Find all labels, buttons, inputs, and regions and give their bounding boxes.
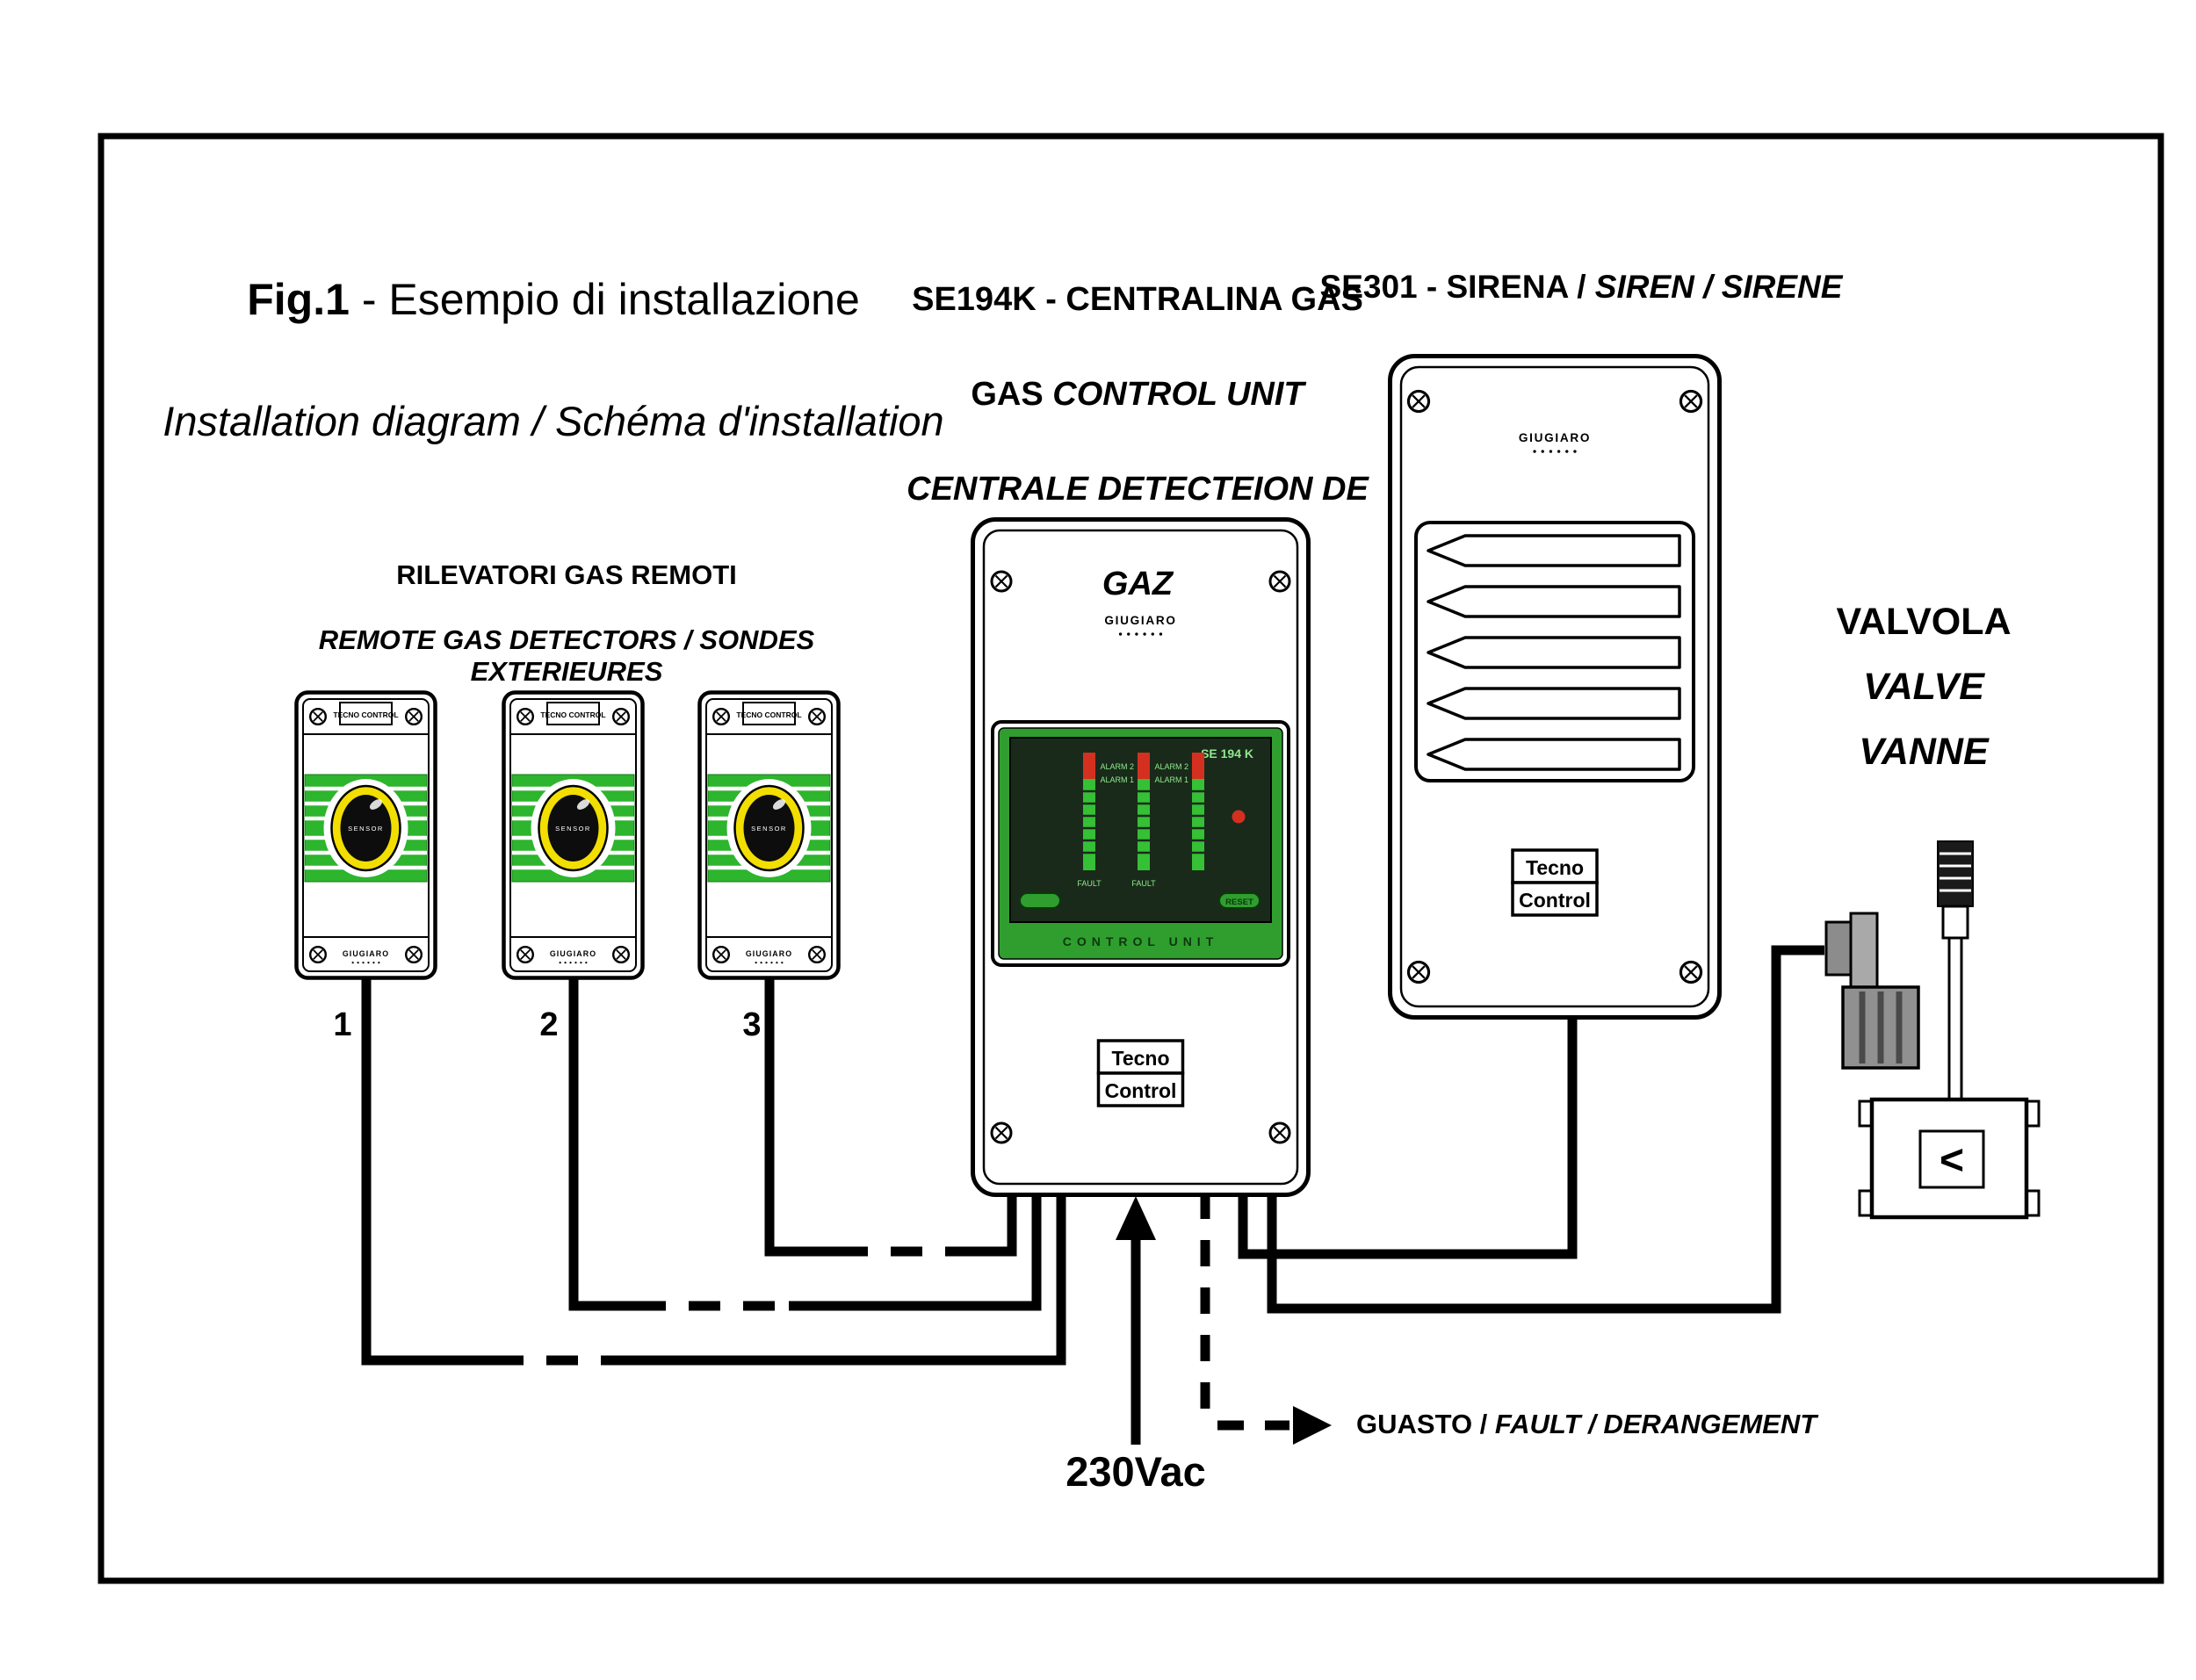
valve-heading-en: VALVE bbox=[1863, 666, 1984, 708]
control-unit-heading-line1: SE194K - CENTRALINA GAS bbox=[912, 281, 1363, 318]
siren-heading: SE301 - SIRENA / SIREN / SIRENE bbox=[1319, 269, 1843, 305]
valve-symbol-box bbox=[1918, 1129, 1985, 1189]
detectors-heading: RILEVATORI GAS REMOTI REMOTE GAS DETECTO… bbox=[264, 559, 870, 688]
siren bbox=[1388, 354, 1722, 1020]
alarm1-label: ALARM 1 bbox=[1100, 775, 1134, 784]
fault-arrowhead bbox=[1293, 1406, 1332, 1445]
power-arrowhead bbox=[1116, 1196, 1156, 1240]
valve-heading-fr: VANNE bbox=[1859, 731, 1989, 773]
detectors-heading-line2: REMOTE GAS DETECTORS / SONDES EXTERIEURE… bbox=[318, 624, 815, 687]
figure-subtitle: Installation diagram / Schéma d'installa… bbox=[163, 398, 944, 444]
fault-output-label: GUASTO / FAULT / DERANGEMENT bbox=[1356, 1409, 1817, 1439]
control-unit-heading-line2: GAS CONTROL UNIT bbox=[971, 376, 1304, 413]
wire-detector-2-to-unit bbox=[789, 1193, 1042, 1311]
wiring bbox=[361, 945, 1824, 1366]
valve-symbol: < bbox=[1940, 1137, 1964, 1184]
valve-heading-it: VALVOLA bbox=[1836, 601, 2012, 643]
grille-louvers bbox=[1427, 534, 1681, 771]
control-unit-heading: SE194K - CENTRALINA GAS GAS CONTROL UNIT… bbox=[896, 252, 1379, 602]
page-border bbox=[98, 133, 2164, 1584]
alarm-led bbox=[1232, 810, 1246, 824]
gas-detector-1 bbox=[297, 693, 436, 978]
fault-label: FAULT bbox=[1131, 879, 1156, 888]
model-label: SE 194 K bbox=[1201, 746, 1253, 761]
power-label: 230Vac bbox=[1065, 1448, 1206, 1495]
louver bbox=[1427, 738, 1681, 771]
detector-number-2: 2 bbox=[539, 1006, 559, 1043]
gas-detector-2 bbox=[504, 693, 643, 978]
wire-detector-2 bbox=[568, 966, 634, 1311]
valve-adjuster-cap bbox=[1937, 840, 1974, 907]
detector-number-3: 3 bbox=[742, 1006, 762, 1043]
control-unit-heading-line3: CENTRALE DETECTEION DE GAZ bbox=[907, 471, 1369, 602]
alarm2-label: ALARM 2 bbox=[1154, 762, 1188, 771]
figure-number: Fig.1 bbox=[247, 275, 350, 324]
control-unit: SE 194 K ALARM 2 ALARM 1 ALARM 2 ALARM 1… bbox=[971, 517, 1311, 1197]
display-label: CONTROL UNIT bbox=[1063, 934, 1219, 948]
test-button bbox=[1019, 892, 1061, 909]
louver bbox=[1427, 534, 1681, 567]
reset-button bbox=[1218, 892, 1261, 909]
solenoid-valve: < bbox=[1824, 840, 2041, 1220]
valve-heading: VALVOLA VALVE VANNE bbox=[1805, 589, 2042, 784]
wire-siren bbox=[1238, 1019, 1578, 1259]
louver bbox=[1427, 636, 1681, 669]
gas-detector-3 bbox=[700, 693, 839, 978]
led-bars bbox=[1083, 753, 1204, 870]
wire-detector-3 bbox=[764, 966, 836, 1257]
valve-stem bbox=[1947, 936, 1963, 1101]
wire-valve bbox=[1267, 945, 1824, 1314]
detector-number-1: 1 bbox=[333, 1006, 352, 1043]
alarm1-label: ALARM 1 bbox=[1154, 775, 1188, 784]
figure-title-block: Fig.1 - Esempio di installazione Install… bbox=[132, 274, 975, 445]
fault-output-line bbox=[1200, 1193, 1289, 1431]
wire-detector-1 bbox=[361, 966, 492, 1366]
valve-connector bbox=[1824, 920, 1853, 977]
alarm2-label: ALARM 2 bbox=[1100, 762, 1134, 771]
reset-label: RESET bbox=[1225, 898, 1253, 907]
adjuster-ridges bbox=[1940, 852, 1971, 892]
valve-collar bbox=[1941, 905, 1969, 940]
wire-detector-1-to-unit bbox=[620, 1193, 1066, 1366]
fault-label: FAULT bbox=[1077, 879, 1102, 888]
coil-ribs bbox=[1859, 991, 1903, 1064]
wire-detector-3-to-unit bbox=[964, 1193, 1017, 1257]
detectors-heading-line1: RILEVATORI GAS REMOTI bbox=[396, 559, 737, 590]
figure-title: Fig.1 - Esempio di installazione bbox=[247, 275, 860, 324]
louver bbox=[1427, 585, 1681, 618]
valve-connector-body bbox=[1849, 912, 1879, 989]
power-input-arrow bbox=[1116, 1196, 1156, 1445]
louver bbox=[1427, 687, 1681, 720]
